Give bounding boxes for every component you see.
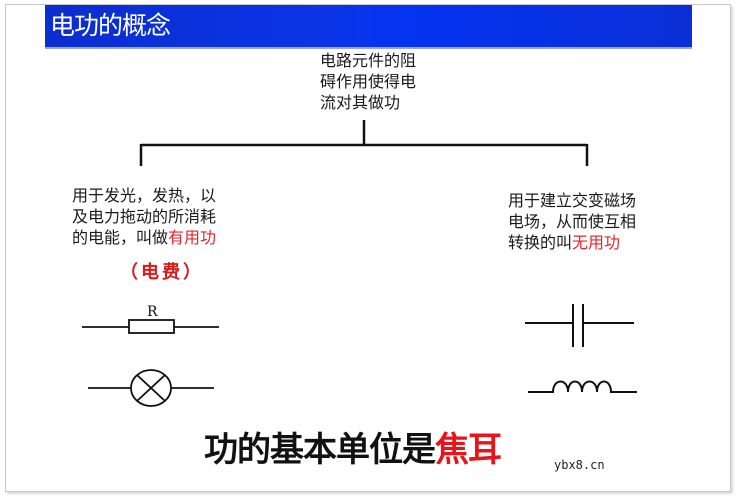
resistor-icon <box>82 319 219 334</box>
inductor-icon <box>528 380 637 393</box>
left-line-2: 及电力拖动的所消耗 <box>72 207 217 226</box>
root-line-3: 流对其做功 <box>320 93 401 112</box>
root-concept: 电路元件的阻 碍作用使得电 流对其做功 <box>320 50 440 113</box>
useful-work-description: 用于发光，发热，以 及电力拖动的所消耗 的电能，叫做有用功 <box>72 185 242 248</box>
capacitor-icon <box>525 304 634 347</box>
title-bar: 电功的概念 <box>45 5 692 49</box>
lamp-icon <box>88 369 214 407</box>
right-line-1: 用于建立交变磁场 <box>508 191 637 210</box>
watermark: ybx8.cn <box>554 458 605 472</box>
useless-work-term: 无用功 <box>572 233 621 252</box>
root-line-2: 碍作用使得电 <box>320 72 417 91</box>
tree-bracket <box>139 120 589 166</box>
right-line-2: 电场，从而使互相 <box>508 212 637 231</box>
useful-work-term: 有用功 <box>168 228 217 247</box>
resistor-label: R <box>147 304 158 320</box>
left-line-1: 用于发光，发热，以 <box>72 186 217 205</box>
root-line-1: 电路元件的阻 <box>320 51 417 70</box>
conclusion-statement: 功的基本单位是焦耳 <box>204 430 502 470</box>
right-line-3: 转换的叫无用功 <box>508 233 621 252</box>
slide-title: 电功的概念 <box>50 11 171 40</box>
left-line-3: 的电能，叫做有用功 <box>72 228 217 247</box>
electricity-fee-note: （电费） <box>120 262 204 283</box>
useless-work-description: 用于建立交变磁场 电场，从而使互相 转换的叫无用功 <box>508 190 658 253</box>
slide-frame <box>5 4 731 492</box>
unit-joule: 焦耳 <box>435 430 502 470</box>
